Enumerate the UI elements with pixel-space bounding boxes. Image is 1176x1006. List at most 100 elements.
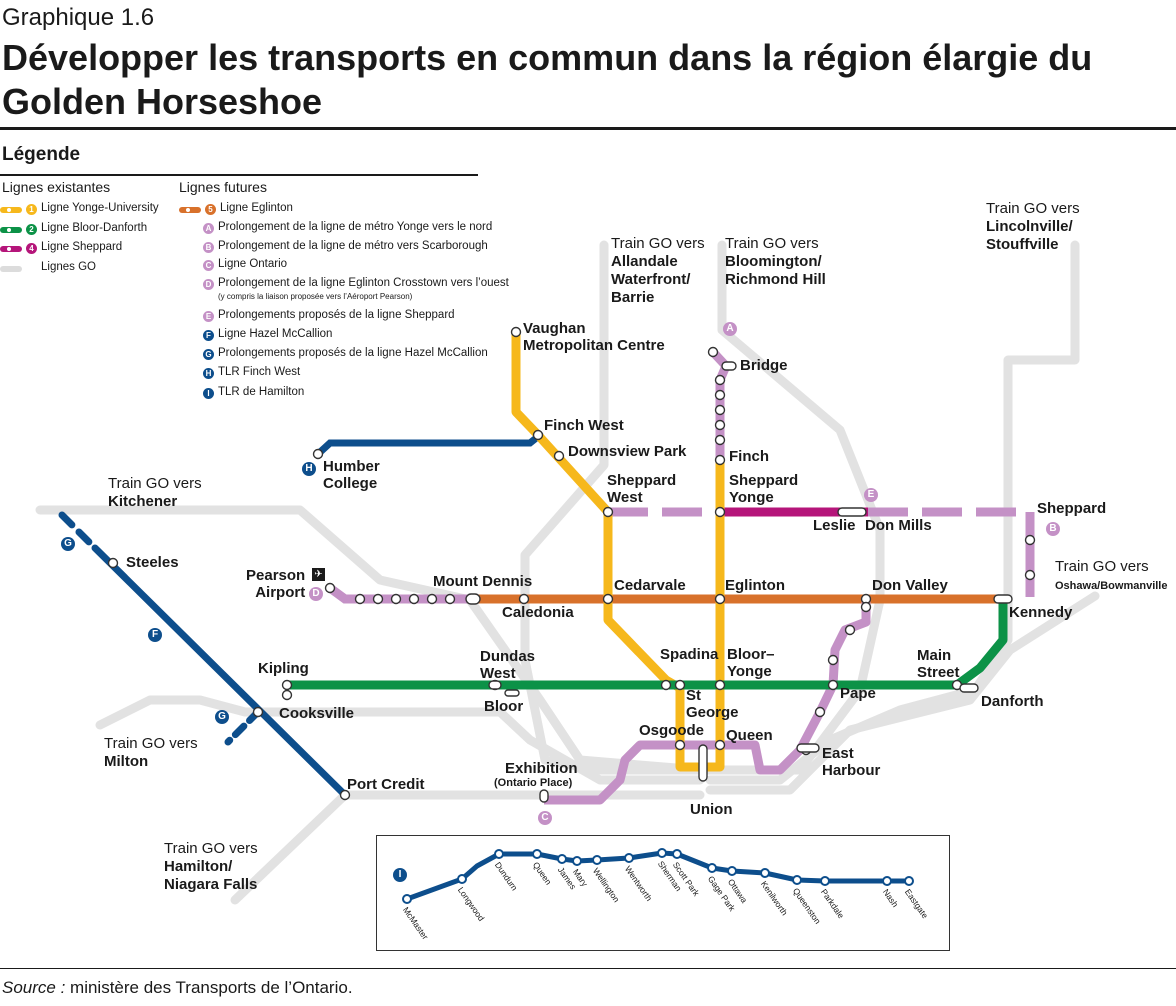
legend-swatch — [0, 226, 22, 233]
badge-g-south: G — [215, 710, 229, 724]
station-dot — [714, 506, 726, 518]
lrt-stop — [882, 876, 892, 886]
lrt-stop — [624, 853, 634, 863]
station-downsview: Downsview Park — [568, 443, 687, 460]
legend-title: Légende — [2, 144, 81, 165]
station-dot — [553, 450, 565, 462]
station-dot — [714, 454, 726, 466]
lrt-stop — [792, 875, 802, 885]
badge-c: C — [538, 811, 552, 825]
legend-badge: H — [203, 368, 214, 379]
legend-badge: 2 — [26, 223, 37, 235]
station-leslie: Leslie — [813, 517, 856, 534]
legend-label: Lignes GO — [41, 260, 96, 273]
badge-h: H — [302, 462, 316, 476]
station-dot — [827, 654, 839, 666]
lrt-stop — [532, 849, 542, 859]
station-mount-dennis: Mount Dennis — [433, 573, 533, 590]
legend-badge: I — [203, 388, 214, 399]
station-dot — [518, 593, 530, 605]
legend-swatch — [0, 246, 22, 252]
station-dot — [674, 739, 686, 751]
station-exhibition: Exhibition — [505, 760, 578, 777]
badge-i: I — [393, 868, 407, 882]
station-dot — [714, 404, 726, 416]
station-pape: Pape — [840, 685, 876, 702]
page-title: Développer les transports en commun dans… — [2, 37, 1093, 122]
go-line-milton — [95, 695, 705, 785]
station-dot — [1024, 569, 1036, 581]
station-dot — [281, 689, 293, 701]
station-dot — [324, 582, 336, 594]
legend-future-note: (y compris la liaison proposée vers l’Aé… — [218, 292, 413, 301]
station-dot — [390, 593, 402, 605]
legend-label: Prolongement de la ligne de métro Yonge … — [218, 221, 493, 233]
station-cedarvale: Cedarvale — [614, 577, 686, 594]
station-markers — [107, 326, 1036, 803]
station-caledonia: Caledonia — [502, 604, 574, 621]
station-dot — [714, 434, 726, 446]
badge-e: E — [864, 488, 878, 502]
legend-swatch-dot — [7, 208, 11, 212]
station-finch: Finch — [729, 448, 769, 465]
lrt-stop — [727, 866, 737, 876]
station-spadina: Spadina — [660, 646, 719, 663]
station-kipling: Kipling — [258, 660, 309, 677]
station-dot — [107, 557, 119, 569]
legend-label: Ligne Hazel McCallion — [218, 328, 333, 340]
lrt-stop — [657, 848, 667, 858]
interchange-marker — [539, 789, 549, 803]
source-note: Source : ministère des Transports de l’O… — [2, 978, 353, 997]
station-queen: Queen — [726, 727, 773, 744]
legend-swatch — [0, 207, 22, 213]
station-dot — [312, 448, 324, 460]
hamilton-lrt-svg — [402, 848, 914, 904]
lrt-stop — [402, 894, 412, 904]
legend-label: Prolongement de la ligne Eglinton Crosst… — [218, 277, 509, 289]
chart-kicker: Graphique 1.6 — [2, 4, 155, 31]
station-eglinton: Eglinton — [725, 577, 785, 594]
airport-icon: ✈ — [312, 568, 325, 581]
station-dot — [1024, 534, 1036, 546]
legend-label: Ligne Yonge-University — [41, 202, 159, 214]
legend-badge: 4 — [26, 243, 37, 254]
station-steeles: Steeles — [126, 554, 179, 571]
bloor-danforth-line — [287, 599, 1008, 690]
badge-a: A — [723, 322, 737, 336]
legend-badge: C — [203, 260, 214, 271]
station-sheppard-east: Sheppard — [1037, 500, 1107, 517]
interchange-marker — [796, 743, 820, 753]
legend-future-heading: Lignes futures — [179, 179, 267, 195]
legend-swatch — [0, 265, 22, 272]
go-line-lakeshore-east — [705, 591, 1100, 795]
legend-existing-heading: Lignes existantes — [2, 179, 111, 195]
header-rule — [0, 127, 1176, 130]
station-dot — [844, 624, 856, 636]
station-bridge: Bridge — [740, 357, 788, 374]
lrt-stop — [707, 863, 717, 873]
lrt-stop — [820, 876, 830, 886]
legend-label: Prolongements proposés de la ligne Shepp… — [218, 309, 455, 321]
legend-label: Ligne Bloor-Danforth — [41, 221, 148, 234]
lrt-stop — [672, 849, 682, 859]
station-don-mills: Don Mills — [865, 517, 932, 534]
legend-label: Prolongement de la ligne de métro vers S… — [218, 240, 488, 252]
interchange-marker — [837, 507, 867, 517]
station-dot — [408, 593, 420, 605]
legend-badge: 1 — [26, 204, 37, 215]
station-kennedy: Kennedy — [1009, 604, 1073, 621]
lrt-stop — [457, 874, 467, 884]
station-dot — [827, 679, 839, 691]
station-danforth: Danforth — [981, 693, 1044, 710]
legend-badge: E — [203, 311, 214, 322]
